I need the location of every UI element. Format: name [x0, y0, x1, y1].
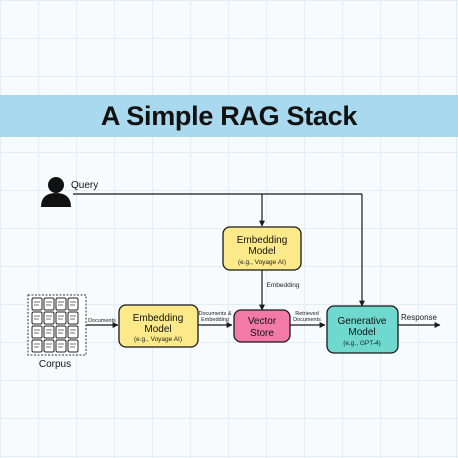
edge-label-retrieved-2: Documents — [293, 317, 321, 323]
embedding-model-left-title-1: Embedding — [133, 313, 184, 324]
embedding-model-left-title-2: Model — [144, 324, 171, 335]
title-banner: A Simple RAG Stack — [0, 95, 458, 137]
generative-model-subtitle: (e.g., GPT-4) — [343, 340, 381, 347]
embedding-model-left-node: Embedding Model (e.g., Voyage AI) — [118, 304, 199, 348]
query-label: Query — [71, 180, 98, 191]
vector-store-title-1: Vector — [248, 316, 277, 327]
edge-label-docs-embedding-1: Documents & — [198, 311, 231, 317]
page-title: A Simple RAG Stack — [100, 100, 358, 131]
embedding-model-top-title-1: Embedding — [237, 235, 288, 246]
embedding-model-left-subtitle: (e.g., Voyage AI) — [134, 336, 182, 343]
vector-store-node: Vector Store — [233, 309, 291, 343]
generative-model-node: Generative Model (e.g., GPT-4) — [326, 305, 399, 354]
edge-label-retrieved-1: Retrieved — [295, 311, 319, 317]
embedding-model-top-title-2: Model — [248, 246, 275, 257]
generative-model-title-1: Generative — [338, 316, 387, 327]
vector-store-title-2: Store — [250, 328, 274, 339]
user-icon — [41, 177, 71, 207]
embedding-model-top-node: Embedding Model (e.g., Voyage AI) — [222, 226, 302, 271]
edge-label-embedding: Embedding — [267, 282, 300, 289]
document-grid-icon — [27, 294, 87, 356]
edge-label-response: Response — [401, 313, 438, 322]
embedding-model-top-subtitle: (e.g., Voyage AI) — [238, 259, 286, 266]
edge-label-documents: Documents — [88, 318, 116, 324]
generative-model-title-2: Model — [348, 327, 375, 338]
edge-label-docs-embedding-2: Embedding — [201, 317, 229, 323]
corpus-label: Corpus — [39, 359, 71, 370]
